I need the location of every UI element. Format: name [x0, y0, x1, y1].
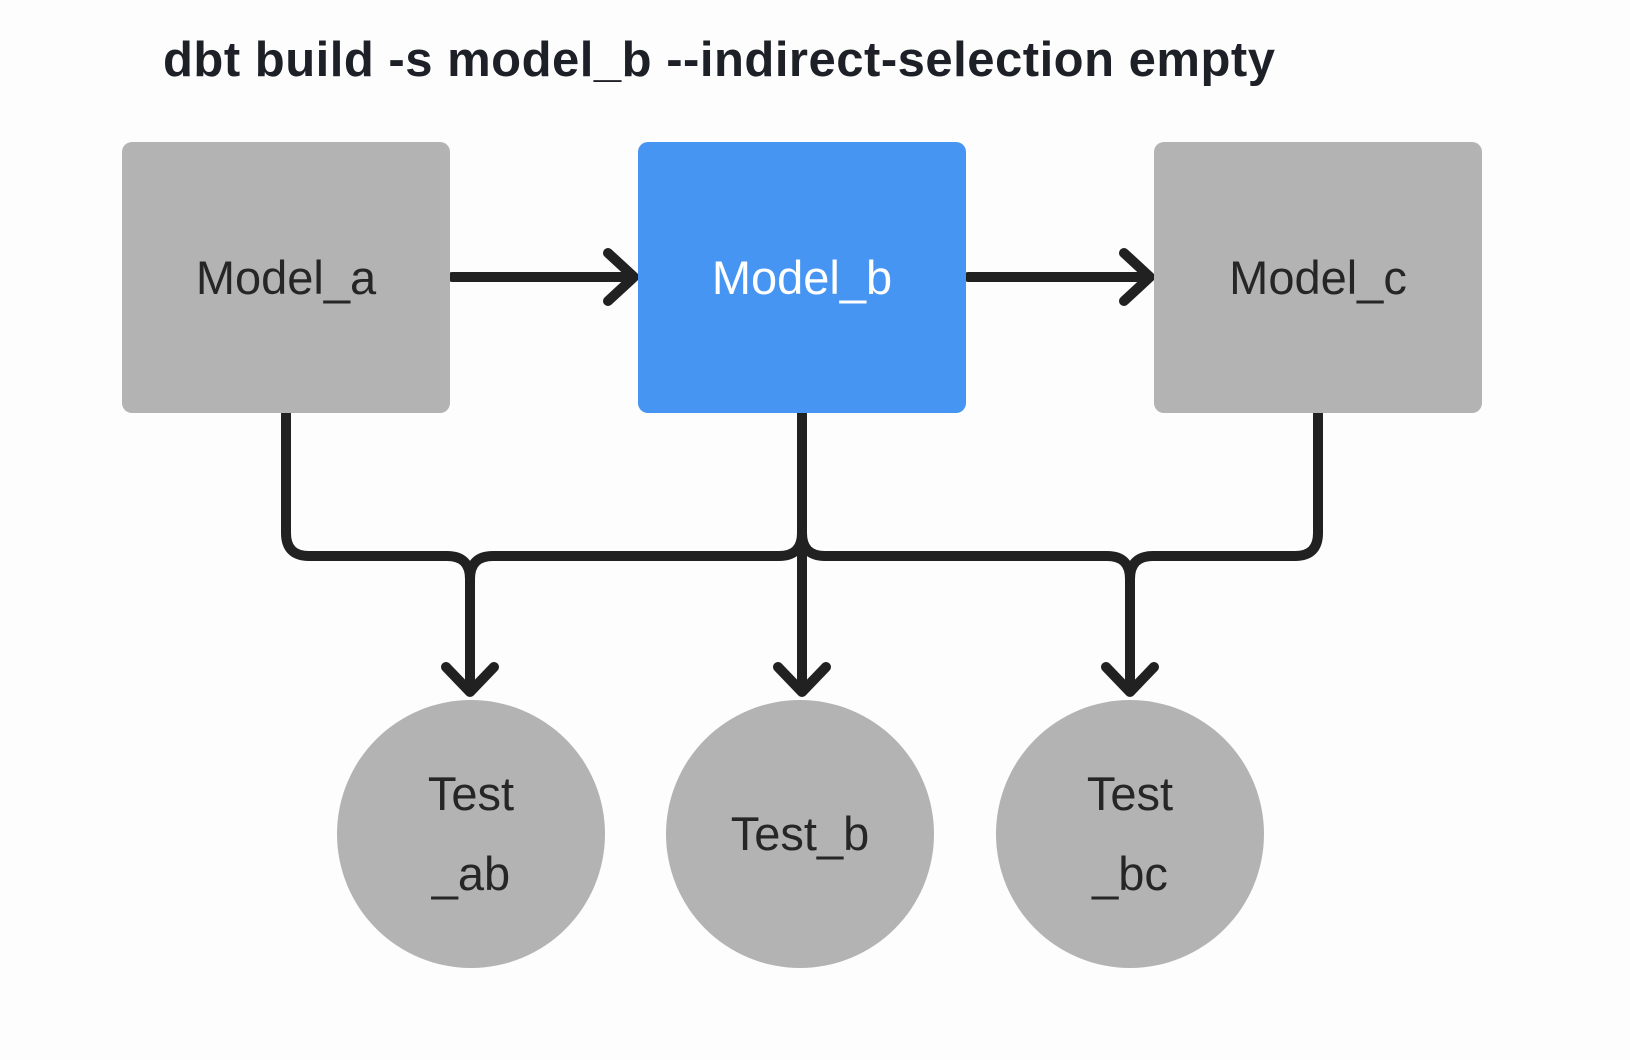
model-b-node-selected: Model_b: [638, 142, 966, 413]
diagram-title: dbt build -s model_b --indirect-selectio…: [163, 33, 1276, 87]
test-ab-label-line-2: _ab: [431, 847, 511, 900]
arrow-model-a-to-model-b: [447, 248, 639, 306]
test-b-node: Test_b: [666, 700, 934, 968]
arrow-model-b-to-model-c: [963, 248, 1155, 306]
test-bc-label-line-1: Test: [1086, 767, 1174, 820]
test-bc-node: Test _bc: [996, 700, 1264, 968]
model-c-node: Model_c: [1154, 142, 1482, 413]
model-a-label: Model_a: [195, 251, 377, 304]
model-a-node: Model_a: [122, 142, 450, 413]
edge-bus-model-b-to-test-bc: [797, 528, 1135, 584]
edge-bus-model-b-to-test-ab: [465, 528, 807, 584]
model-b-label: Model_b: [711, 251, 893, 304]
edge-model-a-to-test-ab: [281, 408, 499, 697]
test-ab-node: Test _ab: [337, 700, 605, 968]
edge-model-c-to-test-bc: [1101, 408, 1323, 697]
model-c-label: Model_c: [1229, 251, 1407, 304]
test-b-label: Test_b: [730, 807, 870, 860]
test-ab-label-line-1: Test: [427, 767, 515, 820]
test-bc-label-line-2: _bc: [1092, 847, 1168, 900]
